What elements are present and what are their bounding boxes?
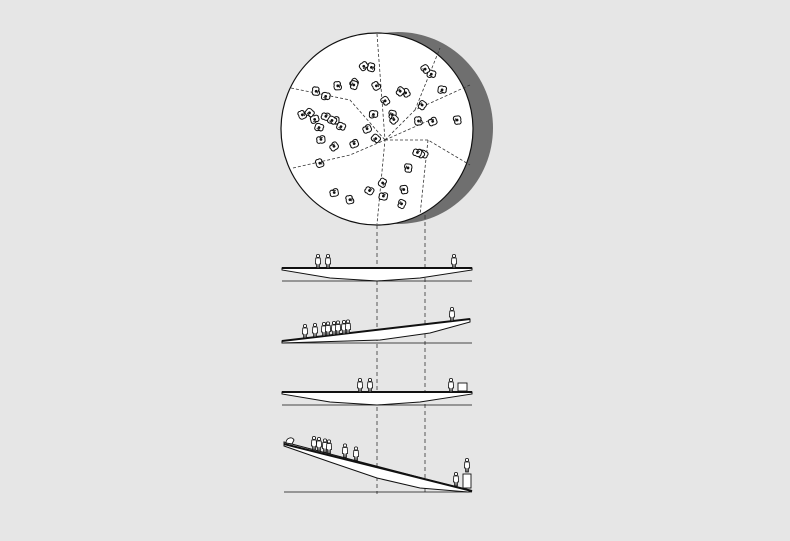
plan-person-figure [368, 109, 379, 119]
disc-section [281, 267, 473, 282]
plan-person-figure [403, 163, 413, 174]
leaning-figure [285, 437, 295, 445]
person-figure [366, 377, 374, 393]
person-figure [315, 436, 323, 452]
plan-person-figure [378, 191, 389, 202]
plan-person-figure [315, 134, 326, 145]
person-figure [448, 306, 456, 322]
disc-plan [280, 32, 474, 226]
person-figure [314, 253, 322, 269]
person-figure [356, 377, 364, 393]
person-figure [301, 323, 309, 339]
section-figures [285, 435, 471, 487]
person-figure [344, 319, 352, 334]
plan-person-figure [333, 80, 343, 91]
section-figures [356, 377, 455, 393]
section-tilted-steep [283, 435, 473, 493]
person-figure [311, 322, 319, 338]
object-box [457, 382, 468, 392]
section-flat-object [281, 377, 473, 406]
section-flat [281, 253, 473, 282]
person-figure [447, 377, 455, 393]
person-figure [334, 320, 342, 335]
object-box [462, 473, 472, 489]
person-figure [450, 253, 458, 269]
person-figure [324, 321, 332, 336]
plan-person-figure [311, 86, 321, 97]
person-figure [325, 439, 333, 454]
person-figure [310, 435, 318, 451]
plan-person-figure [437, 84, 448, 95]
person-figure [324, 253, 332, 269]
person-figure [341, 443, 349, 458]
projection-lines [376, 215, 426, 494]
person-figure [352, 446, 360, 461]
section-tilted-gentle [281, 306, 472, 344]
deck-top [283, 443, 473, 492]
person-figure [452, 471, 460, 487]
plan-person-figure [320, 91, 332, 102]
plan-view [280, 32, 493, 226]
plan-person-figure [452, 115, 462, 126]
disc-section [281, 391, 473, 406]
plan-person-figure [413, 115, 423, 126]
section-figures [314, 253, 458, 269]
person-figure [463, 457, 471, 473]
